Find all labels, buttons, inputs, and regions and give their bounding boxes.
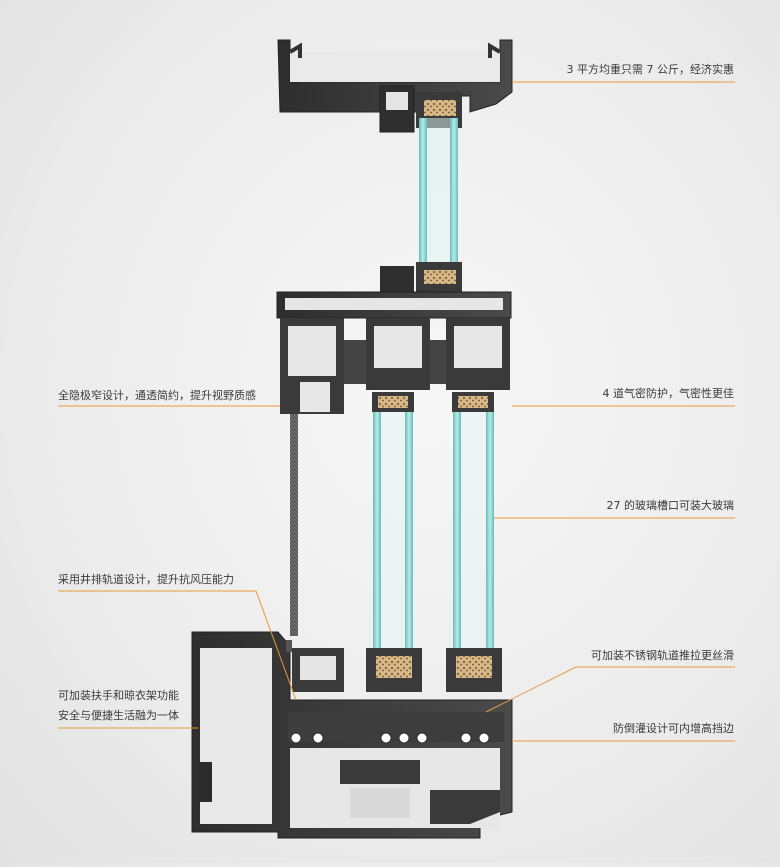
callout-weight: 3 平方均重只需 7 公斤，经济实惠 <box>566 63 735 76</box>
sash-bottoms <box>292 648 502 692</box>
callout-hidden-frame: 全隐极窄设计，通透简约，提升视野质感 <box>58 389 256 402</box>
callout-parallel-track: 采用井排轨道设计，提升抗风压能力 <box>58 573 234 586</box>
sash-tops <box>372 392 494 412</box>
callout-anti-flood: 防倒灌设计可内增高挡边 <box>613 722 734 735</box>
top-frame <box>277 39 513 133</box>
lower-glass <box>373 412 494 650</box>
middle-transom <box>276 291 512 414</box>
callout-steel-track: 可加装不锈钢轨道推拉更丝滑 <box>591 649 734 662</box>
upper-glass <box>419 118 458 290</box>
screen-mesh <box>290 414 298 636</box>
track-rollers <box>290 732 490 744</box>
bottom-sill <box>191 631 513 839</box>
leader-lines <box>58 81 735 742</box>
callout-handrail-line2: 安全与便捷生活融为一体 <box>58 709 179 722</box>
callout-airtight: 4 道气密防护，气密性更佳 <box>602 387 735 400</box>
upper-sash-bottom <box>380 262 462 296</box>
callout-handrail-line1: 可加装扶手和晾衣架功能 <box>58 689 179 702</box>
callout-glass-slot: 27 的玻璃槽口可装大玻璃 <box>606 499 735 512</box>
